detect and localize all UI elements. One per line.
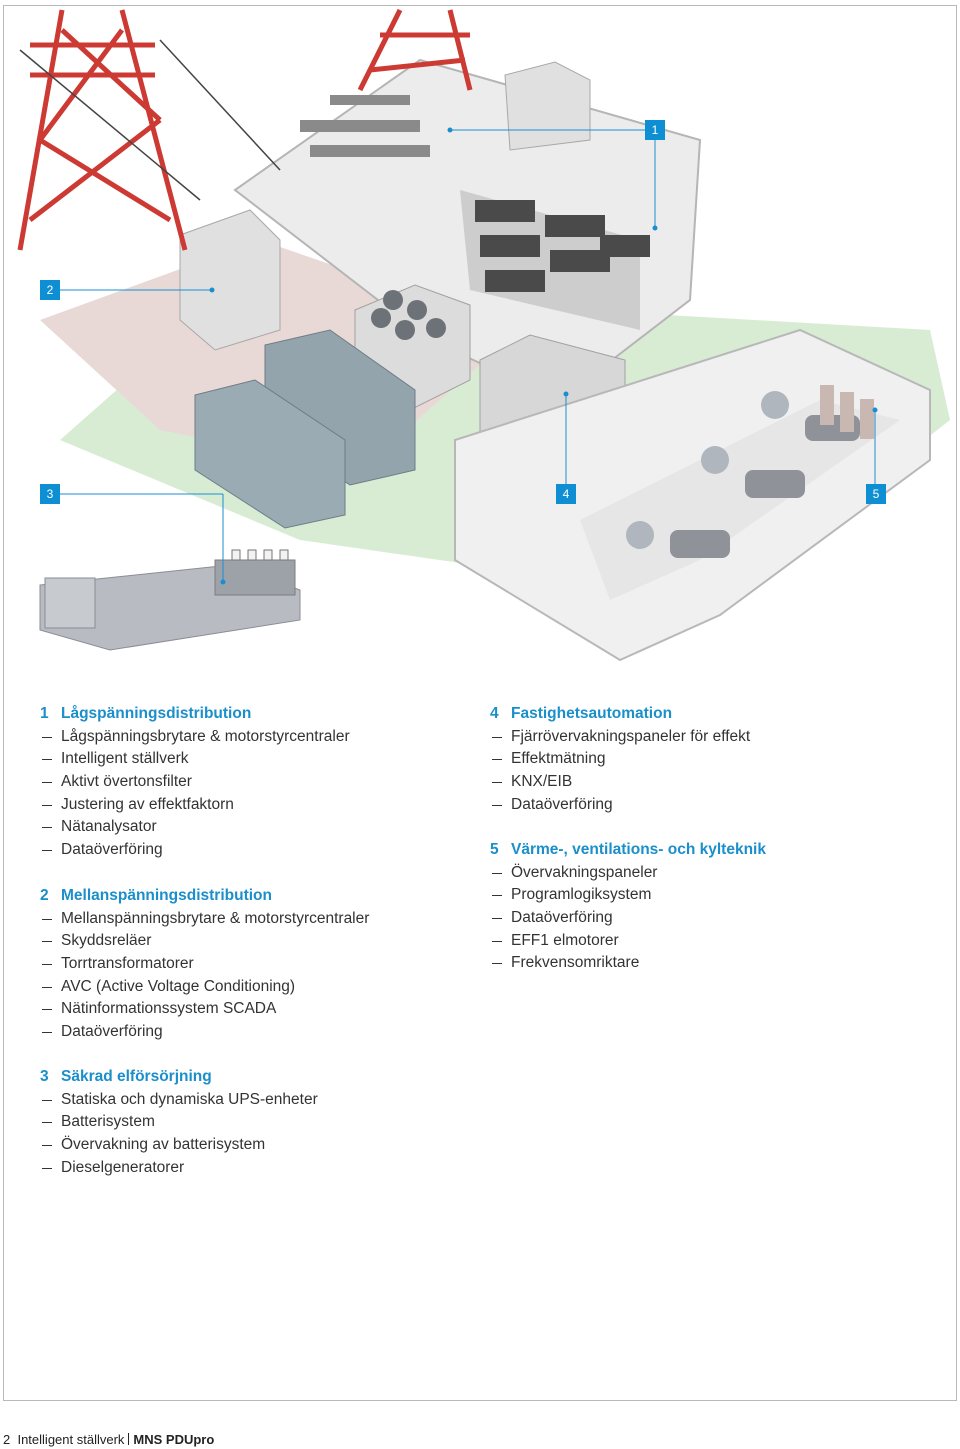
callout-4: 4 — [556, 484, 576, 504]
callout-2: 2 — [40, 280, 60, 300]
transmission-tower-left — [17, 9, 188, 251]
list-item: Lågspänningsbrytare & motorstyrcentraler — [40, 726, 350, 749]
list-item: Dataöverföring — [490, 794, 750, 817]
callout-1: 1 — [645, 120, 665, 140]
list-item: Nätanalysator — [40, 816, 350, 839]
page-number: 2 — [3, 1432, 11, 1447]
list-item: EFF1 elmotorer — [490, 930, 766, 953]
transmission-tower-right — [357, 8, 473, 92]
list-item: AVC (Active Voltage Conditioning) — [40, 976, 369, 999]
list-item: Torrtransformatorer — [40, 953, 369, 976]
product-name: MNS PDUpro — [133, 1432, 215, 1447]
list-item: Fjärrövervakningspaneler för effekt — [490, 726, 750, 749]
diesel-generator — [39, 549, 301, 651]
list-item: Dataöverföring — [490, 907, 766, 930]
list-item: Aktivt övertonsfilter — [40, 771, 350, 794]
list-item: Dieselgeneratorer — [40, 1157, 318, 1180]
datacenter-illustration — [17, 8, 950, 662]
page-footer: 2 Intelligent ställverk MNS PDUpro — [3, 1432, 214, 1447]
document-title: Intelligent ställverk — [17, 1432, 125, 1447]
kiosk-2 — [179, 209, 281, 351]
list-item: Intelligent ställverk — [40, 748, 350, 771]
callout-3: 3 — [40, 484, 60, 504]
list-item: Effektmätning — [490, 748, 750, 771]
list-item: Batterisystem — [40, 1111, 318, 1134]
footer-divider — [128, 1433, 130, 1445]
list-item: Dataöverföring — [40, 839, 350, 862]
list-item: Statiska och dynamiska UPS-enheter — [40, 1089, 318, 1112]
list-item: Skyddsreläer — [40, 930, 369, 953]
list-item: Mellanspänningsbrytare & motorstyrcentra… — [40, 908, 369, 931]
page-frame — [3, 5, 957, 1401]
ups-container — [194, 379, 346, 529]
list-item: Programlogiksystem — [490, 884, 766, 907]
list-item: Justering av effektfaktorn — [40, 794, 350, 817]
callout-5: 5 — [866, 484, 886, 504]
list-item: Frekvensomriktare — [490, 952, 766, 975]
list-item: Övervakning av batterisystem — [40, 1134, 318, 1157]
list-item: Dataöverföring — [40, 1021, 369, 1044]
list-item: Nätinformationssystem SCADA — [40, 998, 369, 1021]
list-item: Övervakningspaneler — [490, 862, 766, 885]
list-item: KNX/EIB — [490, 771, 750, 794]
